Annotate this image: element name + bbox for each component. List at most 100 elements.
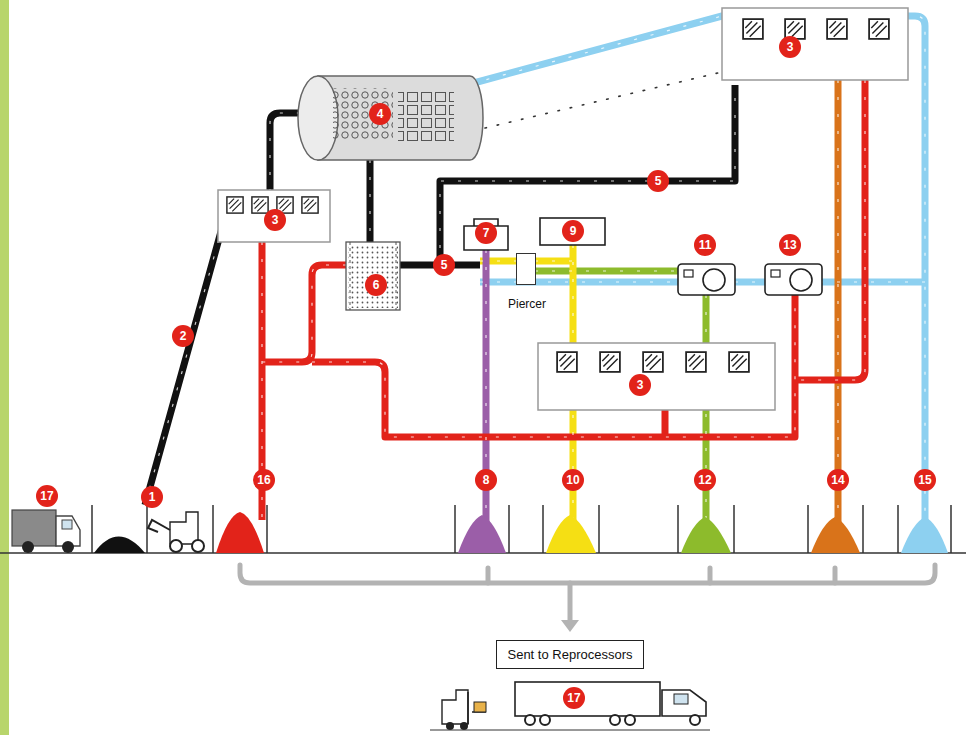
bracket-arrowhead: [561, 620, 579, 632]
collection-truck: [22, 541, 34, 553]
callout-number: 7: [475, 222, 497, 244]
sorting-cabin: [302, 197, 318, 213]
material-stream: [145, 16, 925, 522]
callout-number: 10: [562, 469, 584, 491]
callout-number: 12: [694, 469, 716, 491]
trommel-drum: [298, 76, 483, 160]
optical-sorter: [771, 270, 780, 277]
material-stream: [470, 16, 925, 522]
disc-screen: [346, 242, 400, 310]
storage-bay: [811, 517, 860, 553]
sorting-cabin: [218, 190, 330, 242]
haulage-truck: [460, 722, 468, 730]
sorting-cabin: [218, 8, 908, 410]
haulage-truck: [625, 715, 635, 725]
callout-number: 8: [475, 469, 497, 491]
collection-truck: [62, 541, 74, 553]
haulage-truck: [430, 682, 710, 730]
sorting-cabin: [252, 197, 268, 213]
callout-number: 3: [629, 374, 651, 396]
trommel-drum: [398, 91, 454, 143]
callout-number: 9: [562, 220, 584, 242]
storage-bay: [92, 505, 951, 553]
callout-number: 17: [563, 687, 585, 709]
sorting-unit: [464, 219, 508, 250]
sorting-cabin: [538, 343, 775, 410]
collection-bracket: [240, 565, 935, 583]
storage-bay: [216, 512, 264, 553]
optical-sorter: [703, 269, 725, 291]
sorting-cabin: [729, 352, 749, 372]
sorting-cabin: [827, 19, 847, 39]
sorting-unit: [464, 218, 605, 250]
sorting-cabin: [227, 197, 243, 213]
haulage-truck: [442, 690, 468, 724]
callout-number: 13: [779, 234, 801, 256]
trommel-drum: [298, 76, 338, 160]
callout-number: 5: [433, 254, 455, 276]
sorting-cabin: [686, 352, 706, 372]
storage-bay: [458, 515, 506, 553]
haulage-truck: [468, 692, 486, 724]
haulage-truck: [662, 690, 706, 716]
callout-number: 4: [369, 103, 391, 125]
sorting-cabin: [722, 8, 908, 80]
collection-truck: [12, 510, 56, 546]
front-loader: [170, 540, 182, 552]
callout-number: 17: [36, 485, 58, 507]
trommel-drum: [333, 88, 393, 140]
storage-bay: [681, 517, 731, 553]
collection-bracket: [240, 565, 935, 622]
optical-sorter: [678, 264, 735, 295]
sorting-cabin: [869, 19, 889, 39]
callout-number: 3: [779, 36, 801, 58]
haulage-truck: [515, 682, 660, 716]
haulage-truck: [474, 702, 486, 712]
disc-screen: [350, 242, 396, 310]
optical-sorter: [765, 264, 822, 295]
dust-line: [485, 72, 722, 128]
front-loader: [192, 540, 204, 552]
disc-screen: [346, 242, 400, 310]
haulage-truck: [674, 694, 688, 704]
callout-number: 11: [694, 234, 716, 256]
callout-number: 14: [827, 469, 849, 491]
storage-bay: [92, 505, 951, 553]
stream-chevrons: [470, 16, 925, 522]
box-label: Sent to Reprocessors: [507, 647, 633, 662]
callout-number: 16: [253, 469, 275, 491]
haulage-truck: [525, 715, 535, 725]
stream-chevrons: [145, 16, 925, 522]
storage-bay: [94, 537, 145, 554]
sorting-cabin: [743, 19, 763, 39]
process-box: Sent to Reprocessors: [496, 640, 644, 669]
trommel-drum: [318, 76, 483, 160]
side-strip: [0, 0, 9, 735]
storage-bay: [901, 517, 948, 553]
sorting-cabin: [600, 352, 620, 372]
sorting-cabin: [557, 352, 577, 372]
callout-number: 5: [647, 170, 669, 192]
collection-truck: [62, 520, 72, 529]
callout-number: 2: [172, 325, 194, 347]
sorting-cabin: [643, 352, 663, 372]
disc-screen: [348, 244, 398, 308]
callout-number: 1: [141, 486, 163, 508]
callout-number: 15: [914, 469, 936, 491]
front-loader: [148, 512, 204, 552]
haulage-truck: [610, 715, 620, 725]
collection-truck: [12, 510, 80, 553]
optical-sorter: [684, 270, 693, 277]
optical-sorter: [790, 269, 812, 291]
optical-sorter: [678, 264, 822, 295]
storage-bay: [546, 515, 596, 553]
front-loader: [148, 520, 170, 532]
callout-number: 3: [264, 209, 286, 231]
machine-label: Piercer: [506, 297, 548, 311]
haulage-truck: [690, 715, 700, 725]
haulage-truck: [540, 715, 550, 725]
sorting-unit: [540, 218, 605, 245]
front-loader: [170, 512, 198, 544]
